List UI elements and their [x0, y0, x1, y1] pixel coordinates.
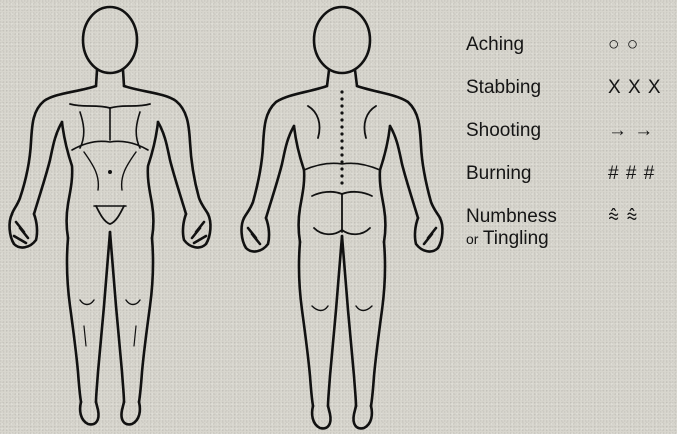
legend-row-numbness: Numbness ⩯ ⩯ or Tingling — [466, 206, 671, 249]
pain-legend: Aching ○ ○ Stabbing X X X Shooting → → B… — [466, 34, 671, 249]
legend-label-numbness: Numbness — [466, 206, 557, 228]
legend-label-tingling-text: Tingling — [483, 228, 549, 249]
legend-connector-or: or — [466, 231, 478, 247]
burning-symbol-icon: # # # — [608, 163, 655, 185]
body-back-outline-icon — [228, 0, 460, 434]
legend-row-shooting: Shooting → → — [466, 120, 671, 163]
legend-label-tingling: or Tingling — [466, 228, 549, 251]
legend-label-aching: Aching — [466, 34, 524, 56]
legend-row-burning: Burning # # # — [466, 163, 671, 206]
legend-label-stabbing: Stabbing — [466, 77, 541, 99]
stabbing-symbol-icon: X X X — [608, 77, 662, 99]
legend-label-shooting: Shooting — [466, 120, 541, 142]
legend-row-aching: Aching ○ ○ — [466, 34, 671, 77]
body-front-outline-icon — [0, 0, 230, 434]
legend-row-stabbing: Stabbing X X X — [466, 77, 671, 120]
shooting-symbol-icon: → → — [608, 120, 654, 142]
aching-symbol-icon: ○ ○ — [608, 34, 639, 56]
legend-label-burning: Burning — [466, 163, 532, 185]
numbness-symbol-icon: ⩯ ⩯ — [608, 206, 638, 228]
